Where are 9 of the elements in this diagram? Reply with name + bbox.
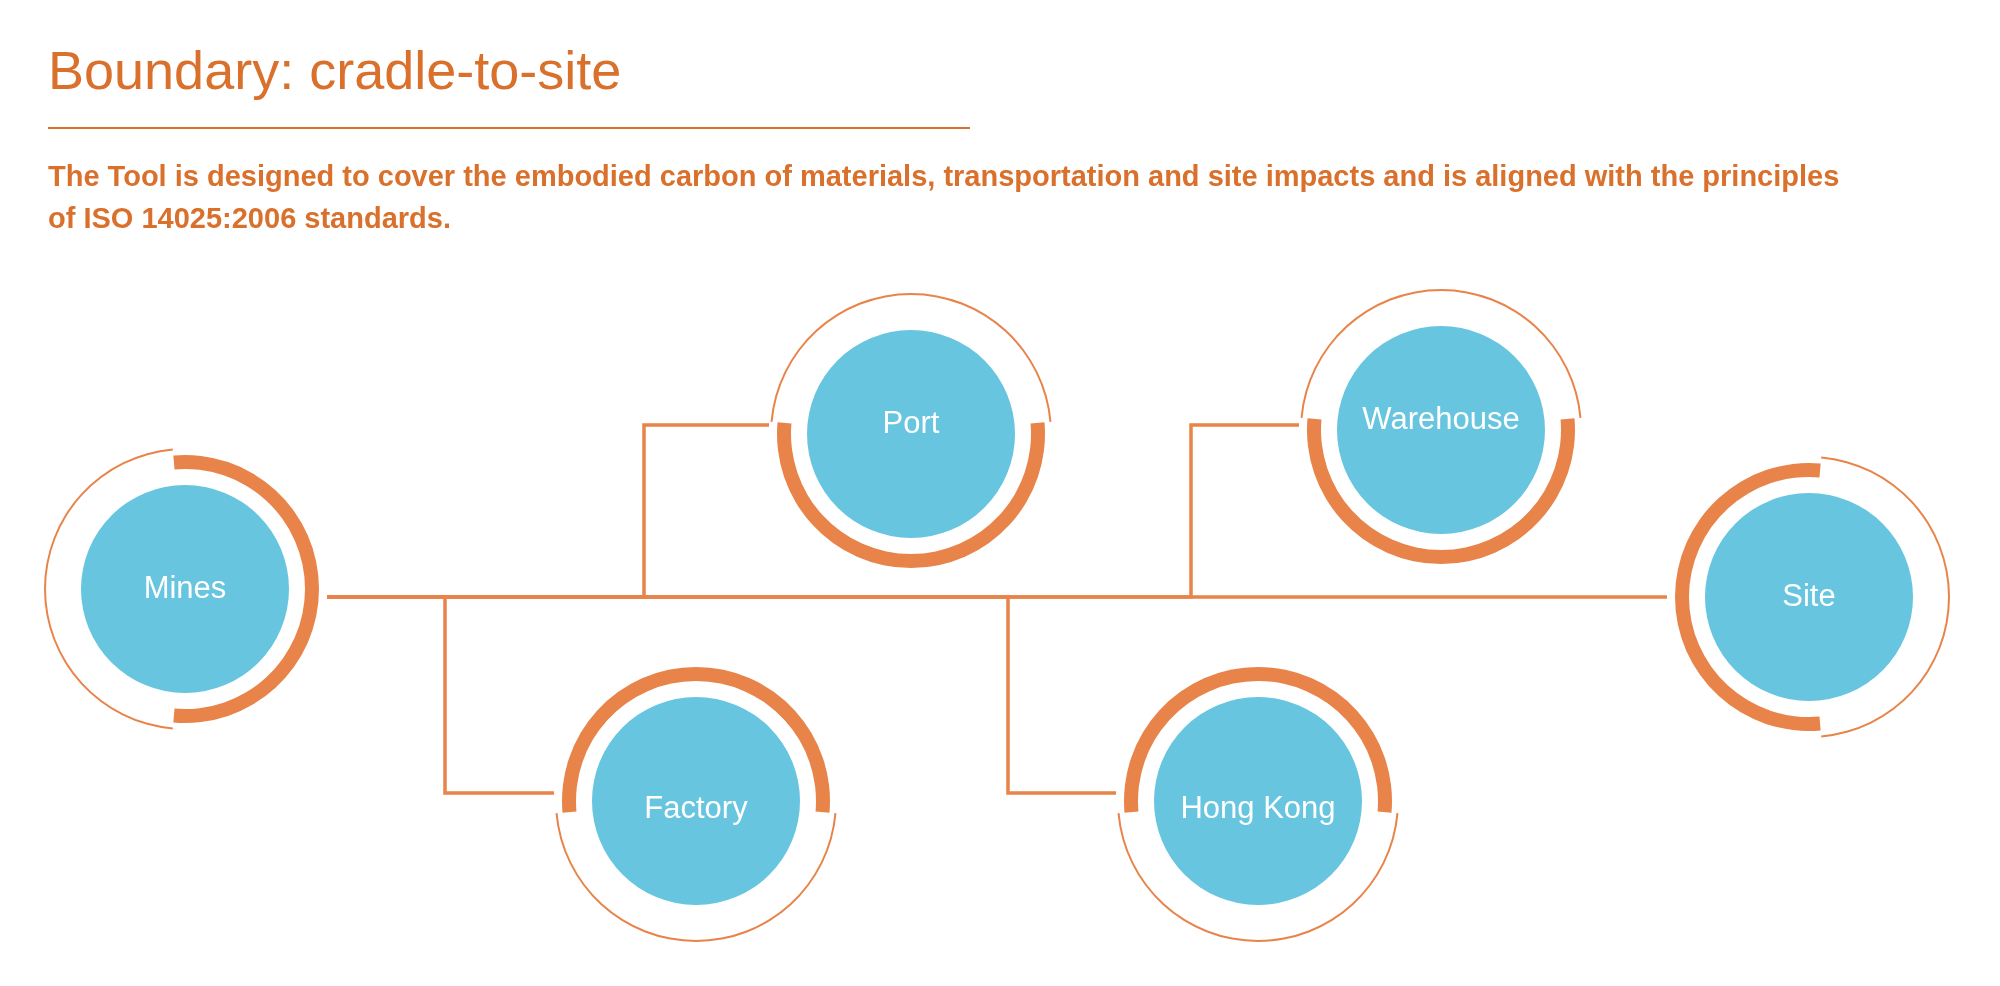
location-label: Site xyxy=(1781,578,1837,614)
location-label: Mines xyxy=(142,570,228,606)
location-label: Warehouse xyxy=(1361,401,1521,437)
location-label: Factory xyxy=(643,790,749,826)
title: Boundary: cradle-to-site xyxy=(48,39,622,102)
description-paragraph: The Tool is designed to cover the embodied carbon of materials, transportation and site impacts and is aligned with the principles of ISO 14025:2006 standards. xyxy=(48,159,1841,237)
connector-line xyxy=(327,595,1667,599)
location-label: Port xyxy=(881,405,941,441)
location-label: Hong Kong xyxy=(1179,790,1337,826)
